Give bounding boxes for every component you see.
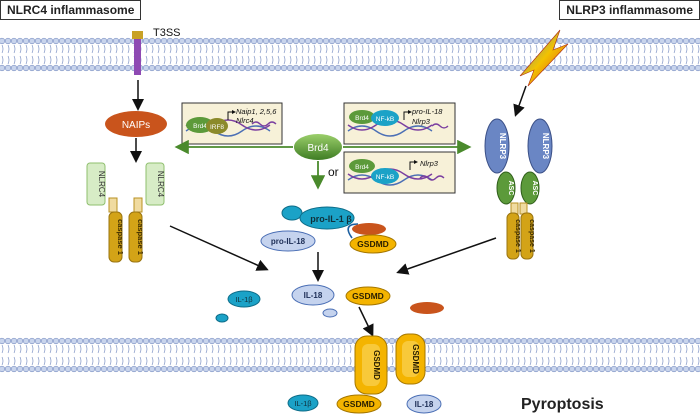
gsdmd-n-terminal <box>345 286 391 306</box>
caspase1-left-label: caspase 1 <box>116 219 125 255</box>
gsdmd-pore-left: GSDMD <box>354 335 388 395</box>
nlrp3-caspase1-left <box>506 212 520 260</box>
nfkb-label-1: NF-kB <box>376 116 394 123</box>
nlrc4-right-domain <box>145 162 165 206</box>
pro-il18-gene-label: pro-IL-18 <box>411 107 443 116</box>
naip-genes-label: Naip1, 2,5,6 <box>236 107 277 116</box>
naips-label: NAIPs <box>122 120 150 131</box>
nlrp3-caspase1-right <box>520 212 534 260</box>
il1b-mature-node <box>227 290 261 308</box>
gsdmd-pore-left-label: GSDMD <box>372 350 381 380</box>
gsdmd-label-2: GSDMD <box>352 291 384 301</box>
asc-right <box>520 171 540 205</box>
gsdmd-c-terminal <box>410 302 444 314</box>
il1b-mature-label: IL-1β <box>235 295 253 304</box>
arrow-gsdmd-pore <box>358 306 374 337</box>
nlrc4-gene-label: Nlrc4 <box>236 116 254 125</box>
pro-il1b-label: pro-IL-1 β <box>310 214 352 224</box>
nlrp3-left <box>484 118 510 174</box>
brd4-node <box>294 134 342 160</box>
nlrc4-left-domain <box>86 162 106 206</box>
arrow-nlrp3-cleavage <box>396 237 497 275</box>
released-il1b-node <box>287 394 319 412</box>
released-gsdmd-node <box>336 394 382 414</box>
nlrp3-inflammasome-title: NLRP3 inflammasome <box>559 0 700 20</box>
released-il18-label: IL-18 <box>415 400 434 409</box>
asc-right-label: ASC <box>531 181 538 196</box>
pro-il18-node <box>260 230 316 252</box>
nlrc4-inflammasome-title: NLRC4 inflammasome <box>0 0 142 20</box>
gsdmd-pore-right: GSDMD <box>395 333 426 385</box>
nlrp3-right-label: NLRP3 <box>541 133 550 160</box>
gsdmd-precursor <box>349 234 397 254</box>
cell-membrane-top <box>0 37 700 72</box>
cleaved-products: IL-1β IL-18 GSDMD <box>215 284 444 323</box>
caspase1-right <box>128 211 143 263</box>
arrow-nlrc4-cleavage <box>169 225 269 271</box>
nlrp3-gene-label-2: Nlrp3 <box>420 159 439 168</box>
caspase1-right-label: caspase 1 <box>136 219 145 255</box>
released-gsdmd-label: GSDMD <box>343 399 375 409</box>
gsdmd-label-1: GSDMD <box>357 239 389 249</box>
nlrp3-gene-label-1: Nlrp3 <box>412 117 431 126</box>
nlrp3-caspase1-left-label: caspase 1 <box>514 219 521 253</box>
brd4-small-label-2: Brd4 <box>355 115 369 122</box>
irf8-label: IRF8 <box>210 124 224 131</box>
dna-box-nfkb-1: Brd4 NF-kB <box>343 102 456 145</box>
nlrp3-right <box>527 118 553 174</box>
lightning-bolt-icon <box>519 29 569 87</box>
dna-box-nfkb-2: Brd4 NF-kB <box>343 151 456 194</box>
cell-membrane-bottom <box>0 337 700 373</box>
released-il1b-label: IL-1β <box>294 399 312 408</box>
nlrp3-inflammasome-complex: NLRP3 NLRP3 ASC ASC caspase 1 caspase 1 <box>484 118 553 260</box>
pyroptosis-label: Pyroptosis <box>521 396 604 413</box>
precursor-cluster: pro-IL-1 β pro-IL-18 GSDMD <box>260 205 397 254</box>
nlrc4-inflammasome-complex: NLRC4 NLRC4 caspase 1 caspase 1 <box>86 162 165 263</box>
nlrc4-right-label: NLRC4 <box>156 171 165 198</box>
naips-node <box>105 111 167 137</box>
il18-mature-label: IL-18 <box>304 291 323 300</box>
or-label: or <box>328 165 339 179</box>
t3ss-channel <box>132 31 143 75</box>
caspase1-left <box>108 211 123 263</box>
brd4-label: Brd4 <box>307 143 329 154</box>
arrow-stimulus-nlrp3 <box>513 85 527 117</box>
pro-il1b-node <box>299 206 355 230</box>
nfkb-label-2: NF-kB <box>376 174 394 181</box>
brd4-small-label-1: Brd4 <box>193 123 207 130</box>
asc-left-label: ASC <box>507 181 514 196</box>
nlrp3-left-label: NLRP3 <box>498 133 507 160</box>
brd4-small-label-3: Brd4 <box>355 164 369 171</box>
dna-box-irf8: Brd4 IRF8 <box>181 102 283 145</box>
il18-mature-node <box>291 284 335 306</box>
gsdmd-pore-right-label: GSDMD <box>411 344 420 374</box>
pro-il18-label: pro-IL-18 <box>271 237 306 246</box>
nlrp3-caspase1-right-label: caspase 1 <box>528 219 535 253</box>
t3ss-label: T3SS <box>153 27 181 39</box>
nlrc4-left-label: NLRC4 <box>97 171 106 198</box>
asc-left <box>496 171 516 205</box>
released-il18-node <box>406 394 442 414</box>
